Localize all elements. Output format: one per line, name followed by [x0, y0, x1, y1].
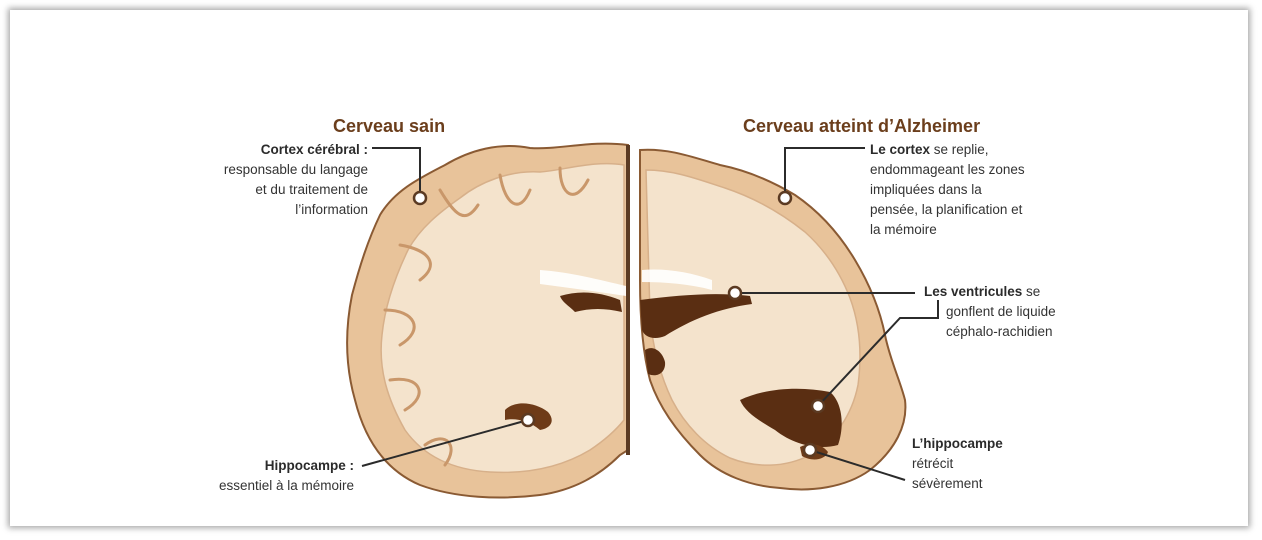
alzheimer-hippocampus-callout: L’hippocampe rétrécit sévèrement — [912, 434, 1003, 494]
alzheimer-cortex-line-2: endommageant les zones — [870, 160, 1025, 180]
alzheimer-cortex-line-4: pensée, la planification et — [870, 200, 1025, 220]
alzheimer-cortex-line-3: impliquées dans la — [870, 180, 1025, 200]
alzheimer-hippocampus-desc-line-2: sévèrement — [912, 474, 1003, 494]
alzheimer-title: Cerveau atteint d’Alzheimer — [743, 116, 980, 137]
healthy-title: Cerveau sain — [333, 116, 445, 137]
alzheimer-cortex-callout: Le cortex se replie, endommageant les zo… — [870, 140, 1025, 240]
healthy-hippocampus-callout: Hippocampe : essentiel à la mémoire — [140, 456, 354, 496]
healthy-cortex-desc-line-2: et du traitement de — [140, 180, 368, 200]
dot-alz-hippocampus — [804, 444, 816, 456]
alzheimer-hippocampus-label: L’hippocampe — [912, 434, 1003, 454]
dot-healthy-cortex — [414, 192, 426, 204]
alzheimer-ventricles-line-3: céphalo-rachidien — [924, 322, 1056, 342]
leader-alz-cortex — [785, 148, 865, 198]
healthy-cortex-desc-line-3: l’information — [140, 200, 368, 220]
healthy-hippocampus-label: Hippocampe : — [140, 456, 354, 476]
alzheimer-cortex-line-1: Le cortex se replie, — [870, 140, 1025, 160]
dot-healthy-hippocampus — [522, 414, 534, 426]
healthy-brain — [347, 144, 628, 498]
dot-alz-cortex — [779, 192, 791, 204]
dot-alz-ventricles — [729, 287, 741, 299]
healthy-cortex-label: Cortex cérébral : — [140, 140, 368, 160]
alzheimer-ventricles-callout: Les ventricules se gonflent de liquide c… — [924, 282, 1056, 342]
alzheimer-hippocampus-desc-line-1: rétrécit — [912, 454, 1003, 474]
alzheimer-cortex-line-5: la mémoire — [870, 220, 1025, 240]
alzheimer-ventricles-line-2: gonflent de liquide — [924, 302, 1056, 322]
alzheimer-brain — [640, 150, 905, 490]
alzheimer-ventricles-line-1: Les ventricules se — [924, 282, 1056, 302]
healthy-hippocampus-desc: essentiel à la mémoire — [140, 476, 354, 496]
dot-alz-ventricles-2 — [812, 400, 824, 412]
healthy-cortex-desc-line-1: responsable du langage — [140, 160, 368, 180]
healthy-cortex-callout: Cortex cérébral : responsable du langage… — [140, 140, 368, 220]
